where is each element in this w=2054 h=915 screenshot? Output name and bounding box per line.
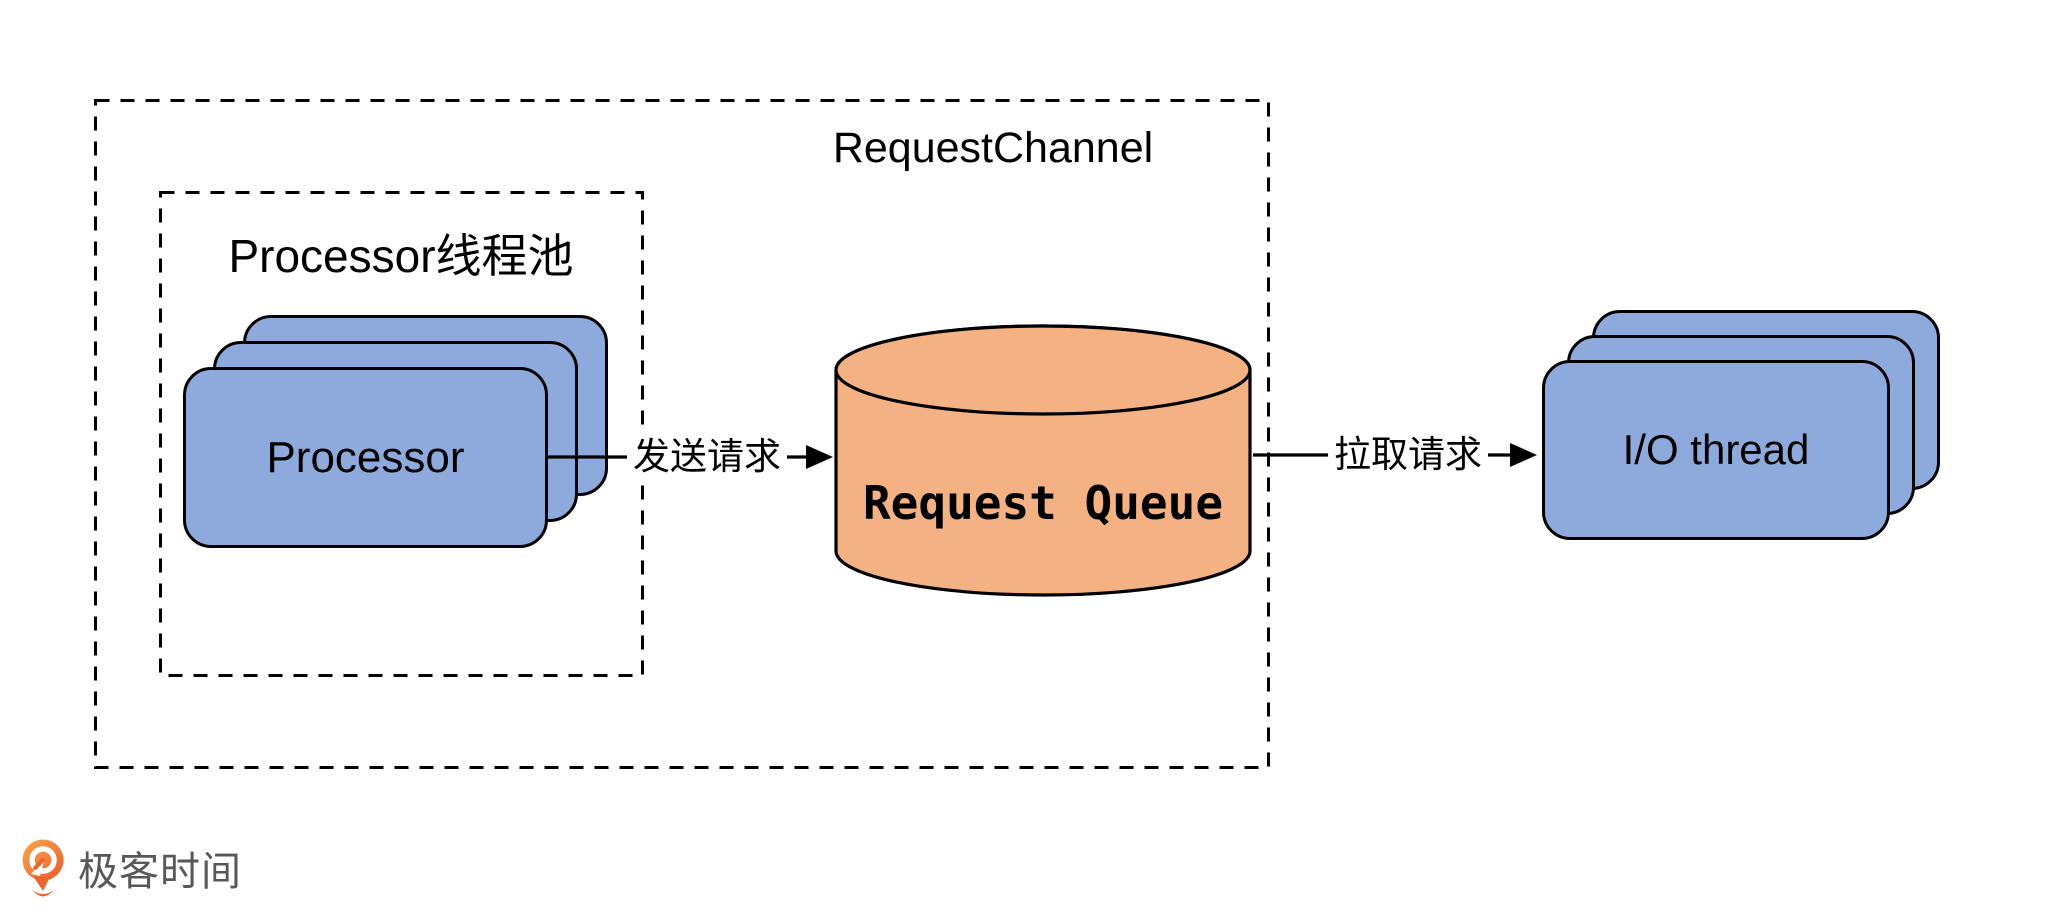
io-thread-box-label: I/O thread	[1622, 426, 1810, 473]
processor-box-label: Processor	[266, 432, 465, 482]
pull-arrow-label: 拉取请求	[1328, 432, 1488, 478]
geektime-pin-icon	[22, 839, 64, 897]
io-thread-box: I/O thread	[1542, 360, 1890, 540]
request-channel-title: RequestChannel	[832, 124, 1154, 172]
processor-pool-title: Processor线程池	[228, 230, 574, 282]
brand-text: 极客时间	[78, 850, 242, 894]
processor-box: Processor	[183, 367, 548, 548]
send-arrow-label: 发送请求	[627, 434, 787, 480]
request-queue-cylinder	[833, 323, 1253, 599]
request-queue-label: Request Queue	[862, 476, 1224, 530]
geektime-logo: 极客时间	[20, 838, 380, 898]
cylinder-shape-icon	[834, 324, 1252, 597]
